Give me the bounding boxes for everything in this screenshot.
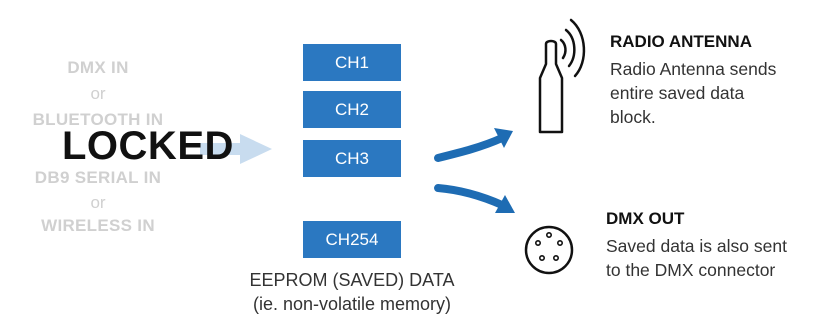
dmx-out-description: Saved data is also sent to the DMX conne…: [606, 234, 787, 282]
radio-antenna-description: Radio Antenna sends entire saved data bl…: [610, 57, 776, 129]
channel-box-ch254: CH254: [303, 221, 401, 258]
radio-desc-line-2: entire saved data: [610, 83, 745, 103]
dmx-out-desc-line-1: Saved data is also sent: [606, 236, 787, 256]
radio-antenna-icon: [538, 18, 586, 134]
input-arrow: [200, 134, 272, 164]
radio-antenna-title: RADIO ANTENNA: [610, 32, 752, 51]
eeprom-caption-line1: EEPROM (SAVED) DATA: [249, 270, 455, 290]
radio-desc-line-3: block.: [610, 107, 656, 127]
input-bluetooth-in: BLUETOOTH IN: [32, 110, 164, 129]
input-or-2: or: [90, 193, 106, 212]
arrow-to-dmx-out: [434, 184, 515, 213]
channel-box-ch1: CH1: [303, 44, 401, 81]
dmx-out-title: DMX OUT: [606, 209, 685, 228]
dmx-connector-icon: [524, 225, 574, 275]
input-or-1: or: [90, 84, 106, 103]
input-dmx-in: DMX IN: [67, 58, 129, 77]
input-db9-serial-in: DB9 SERIAL IN: [34, 168, 162, 187]
radio-desc-line-1: Radio Antenna sends: [610, 59, 777, 79]
dmx-out-desc-line-2: to the DMX connector: [606, 260, 776, 280]
arrow-to-antenna: [434, 128, 513, 162]
input-wireless-in: WIRELESS IN: [41, 216, 155, 235]
locked-label: LOCKED: [62, 124, 234, 168]
eeprom-caption-line2: (ie. non-volatile memory): [252, 294, 452, 314]
channel-box-ch2: CH2: [303, 91, 401, 128]
channel-box-ch3: CH3: [303, 140, 401, 177]
